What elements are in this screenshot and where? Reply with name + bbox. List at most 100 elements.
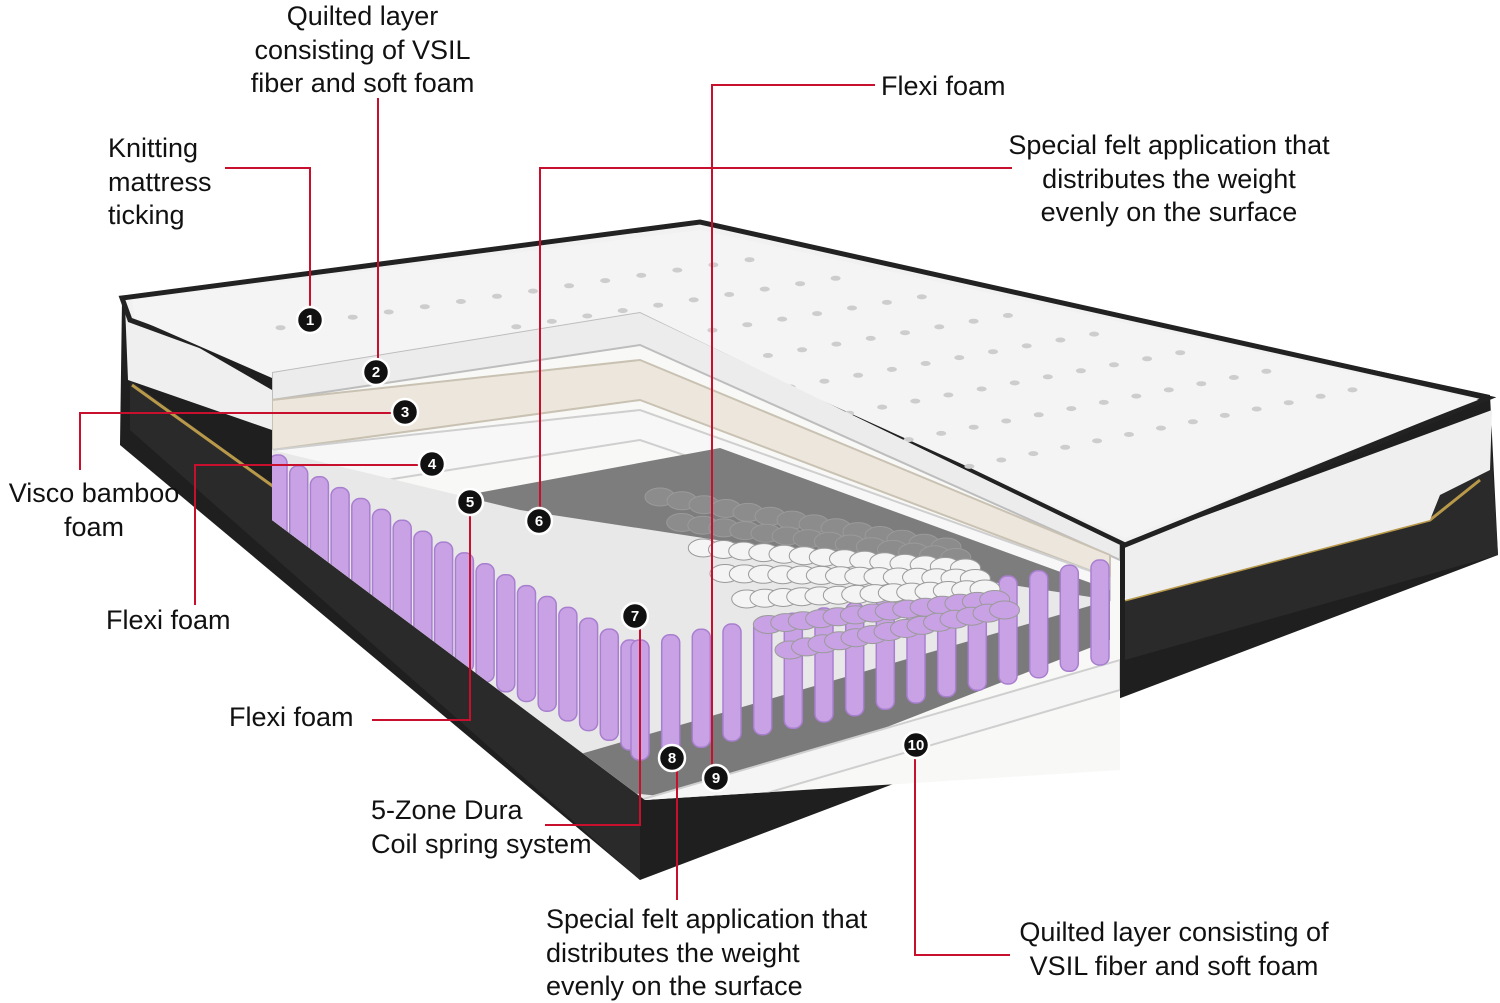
leader-line-6 bbox=[539, 167, 1012, 520]
svg-text:3: 3 bbox=[401, 404, 409, 421]
callout-label-3: Visco bamboo foam bbox=[8, 478, 180, 542]
coil-purple-front bbox=[599, 628, 620, 742]
callout-marker-8: 8 bbox=[657, 743, 687, 773]
svg-text:1: 1 bbox=[306, 312, 314, 329]
leader-line-10 bbox=[914, 745, 1010, 956]
quilt-tuft bbox=[759, 286, 770, 292]
quilt-tuft bbox=[1092, 438, 1103, 444]
quilt-tuft bbox=[511, 324, 522, 330]
quilt-tuft bbox=[582, 313, 593, 319]
mattress-top bbox=[118, 219, 1497, 548]
quilt-tuft bbox=[653, 302, 664, 308]
quilt-tuft bbox=[1156, 425, 1166, 431]
quilt-tuft bbox=[617, 308, 628, 314]
quilt-tuft bbox=[988, 349, 998, 355]
callout-marker-4: 4 bbox=[417, 449, 447, 479]
coil-purple-right bbox=[691, 628, 712, 749]
svg-text:7: 7 bbox=[631, 608, 639, 625]
leader-lines bbox=[79, 84, 1012, 956]
quilt-tuft bbox=[1001, 418, 1012, 424]
coil-purple-right bbox=[1059, 564, 1080, 673]
coil-purple-front bbox=[537, 595, 557, 712]
quilt-tuft bbox=[1060, 444, 1071, 450]
coil-purple-front bbox=[578, 617, 599, 732]
cutaway-section bbox=[272, 312, 1120, 800]
quilt-tuft bbox=[1124, 432, 1134, 437]
quilt-tuft bbox=[797, 347, 808, 353]
quilt-tuft bbox=[1261, 368, 1272, 374]
leader-line-3 bbox=[79, 412, 405, 470]
quilt-tuft bbox=[916, 294, 927, 300]
quilt-tuft bbox=[600, 278, 611, 284]
quilt-tuft bbox=[744, 257, 755, 263]
quilt-tuft bbox=[742, 322, 753, 328]
quilt-tuft bbox=[708, 262, 719, 268]
leader-line-9 bbox=[711, 84, 875, 778]
quilt-tuft bbox=[1089, 331, 1100, 337]
quilt-tuft bbox=[865, 335, 876, 341]
side-ticking-right bbox=[1125, 410, 1492, 600]
quilt-tuft bbox=[1042, 374, 1053, 380]
quilt-tuft bbox=[1175, 350, 1186, 356]
quilt-tuft bbox=[455, 299, 466, 304]
quilt-tuft bbox=[1002, 313, 1013, 318]
quilt-tuft bbox=[1219, 412, 1230, 418]
svg-text:6: 6 bbox=[535, 513, 543, 530]
quilt-tuft bbox=[964, 463, 975, 469]
quilt-tuft bbox=[853, 372, 864, 378]
quilt-tuft bbox=[1315, 393, 1326, 399]
callout-label-5: Flexi foam bbox=[229, 702, 354, 732]
quilt-tuft bbox=[900, 330, 910, 336]
callout-marker-3: 3 bbox=[390, 397, 420, 427]
quilt-tuft bbox=[1347, 387, 1358, 393]
leader-line-5 bbox=[372, 502, 471, 721]
coil-purple-front bbox=[516, 584, 537, 703]
coil-purple-right bbox=[722, 623, 742, 742]
quilt-tuft bbox=[636, 272, 647, 278]
svg-text:2: 2 bbox=[372, 364, 380, 381]
callout-label-8: Special felt application that distribute… bbox=[546, 904, 868, 1001]
quilt-tuft bbox=[1283, 400, 1294, 406]
quilt-tuft bbox=[1187, 419, 1198, 425]
quilt-tuft bbox=[1021, 343, 1032, 349]
callout-marker-2: 2 bbox=[361, 357, 391, 387]
side-ticking-left bbox=[125, 305, 272, 430]
quilt-tuft bbox=[881, 299, 892, 305]
svg-text:4: 4 bbox=[428, 456, 437, 473]
quilt-tuft bbox=[1251, 406, 1262, 412]
quilt-tuft bbox=[968, 318, 979, 324]
quilt-tuft bbox=[976, 386, 987, 392]
callout-marker-5: 5 bbox=[455, 487, 485, 517]
quilt-tuft bbox=[1033, 412, 1044, 418]
quilt-tuft bbox=[672, 267, 683, 273]
quilt-tuft bbox=[1098, 399, 1109, 405]
quilt-tuft bbox=[1075, 368, 1086, 374]
callout-label-6: Special felt application that distribute… bbox=[1008, 130, 1330, 227]
quilt-tuft bbox=[831, 341, 842, 347]
quilt-tuft bbox=[1109, 362, 1119, 368]
callout-label-1: Knitting mattress ticking bbox=[108, 133, 212, 230]
layer-quilted-top bbox=[272, 312, 1120, 562]
leader-line-1 bbox=[225, 167, 311, 320]
quilt-tuft bbox=[528, 288, 538, 294]
callout-marker-10: 10 bbox=[901, 730, 931, 760]
coil-purple-right bbox=[1090, 559, 1110, 666]
quilt-tuft bbox=[830, 275, 841, 281]
quilt-tuft bbox=[996, 457, 1007, 463]
quilt-tuft bbox=[920, 361, 931, 366]
quilt-tuft bbox=[1131, 393, 1142, 399]
quilt-tuft bbox=[564, 283, 575, 289]
quilt-tuft bbox=[492, 293, 502, 299]
quilt-tuft bbox=[419, 304, 430, 310]
svg-text:9: 9 bbox=[712, 770, 720, 787]
quilt-tuft bbox=[1228, 375, 1239, 380]
quilt-tuft bbox=[1009, 380, 1020, 386]
quilt-tuft bbox=[275, 325, 286, 331]
quilt-tuft bbox=[886, 366, 897, 372]
quilt-tuft bbox=[936, 430, 947, 436]
quilt-tuft bbox=[762, 353, 773, 358]
quilt-tuft bbox=[383, 309, 394, 315]
coil-purple-right bbox=[752, 617, 773, 736]
quilt-tuft bbox=[1066, 406, 1077, 412]
